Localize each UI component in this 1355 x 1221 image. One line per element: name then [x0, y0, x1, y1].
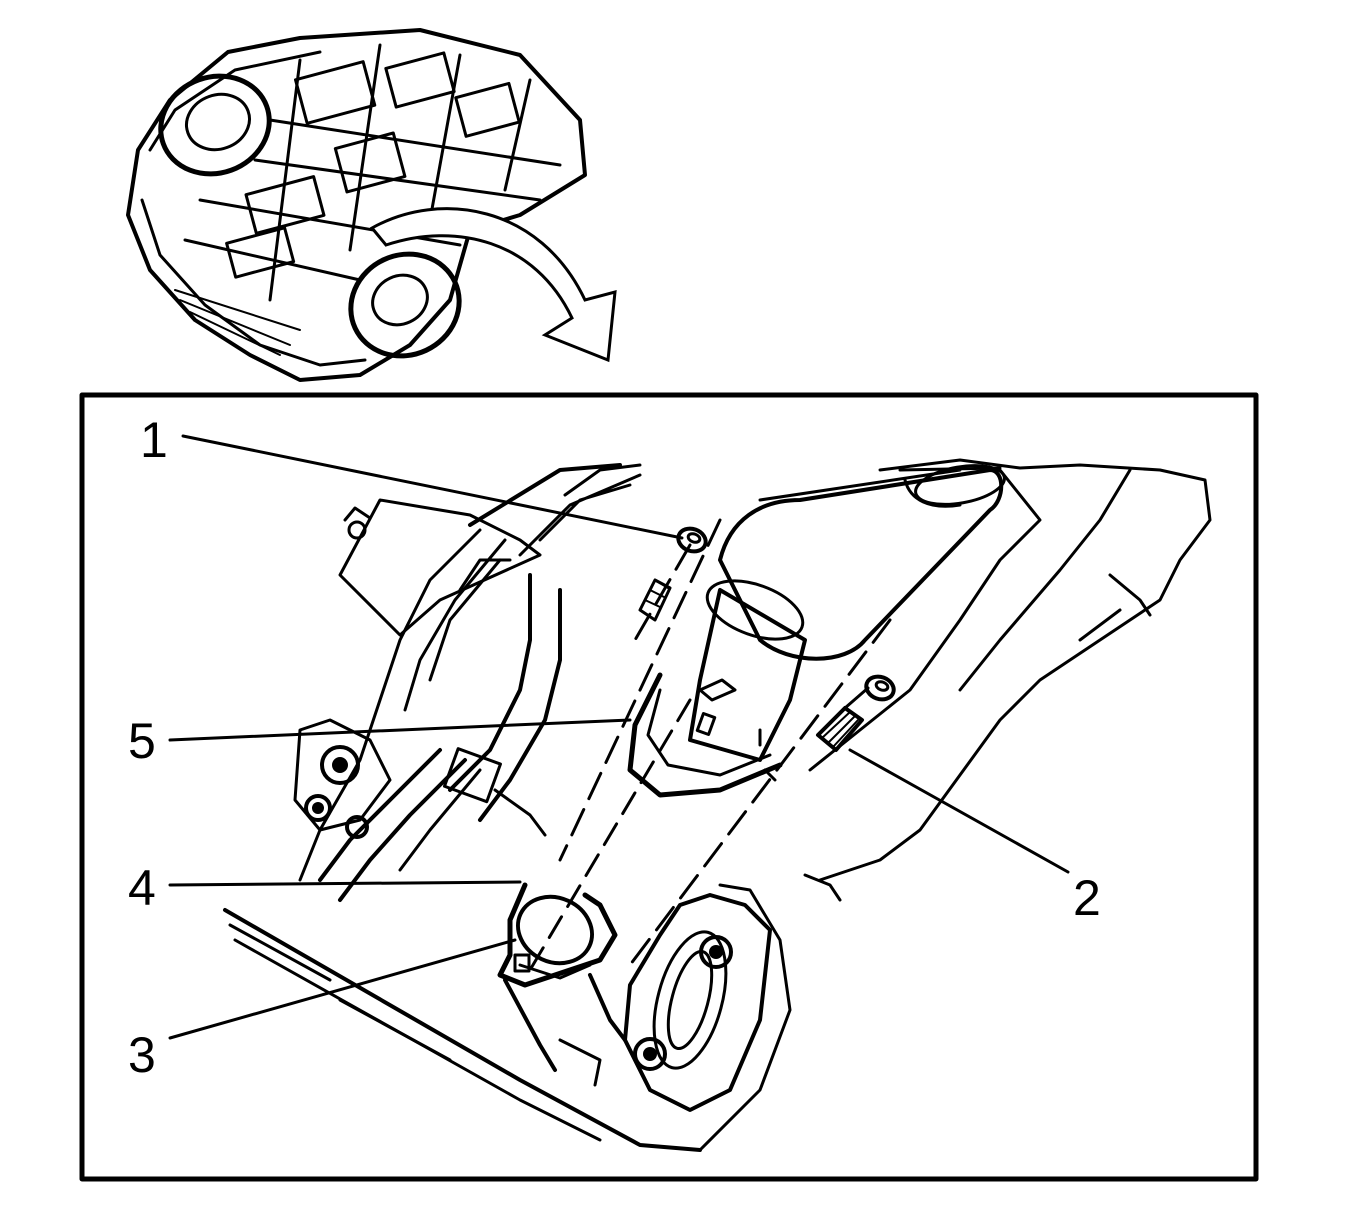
leader-2 — [848, 748, 1070, 874]
detail-view — [223, 458, 1212, 1152]
callout-3: 3 — [128, 1027, 156, 1083]
vehicle-underside-overview — [126, 28, 617, 382]
callout-numbers: 1 2 3 4 5 — [128, 412, 1101, 1083]
callout-leaders — [168, 434, 1070, 1040]
leader-1 — [181, 434, 684, 540]
detail-frame — [79, 392, 1259, 1182]
callout-1: 1 — [140, 412, 168, 468]
callout-2: 2 — [1073, 870, 1101, 926]
callout-5: 5 — [128, 713, 156, 769]
leader-5 — [168, 718, 632, 742]
leader-3 — [168, 938, 517, 1040]
callout-4: 4 — [128, 860, 156, 916]
leader-4 — [168, 880, 522, 887]
